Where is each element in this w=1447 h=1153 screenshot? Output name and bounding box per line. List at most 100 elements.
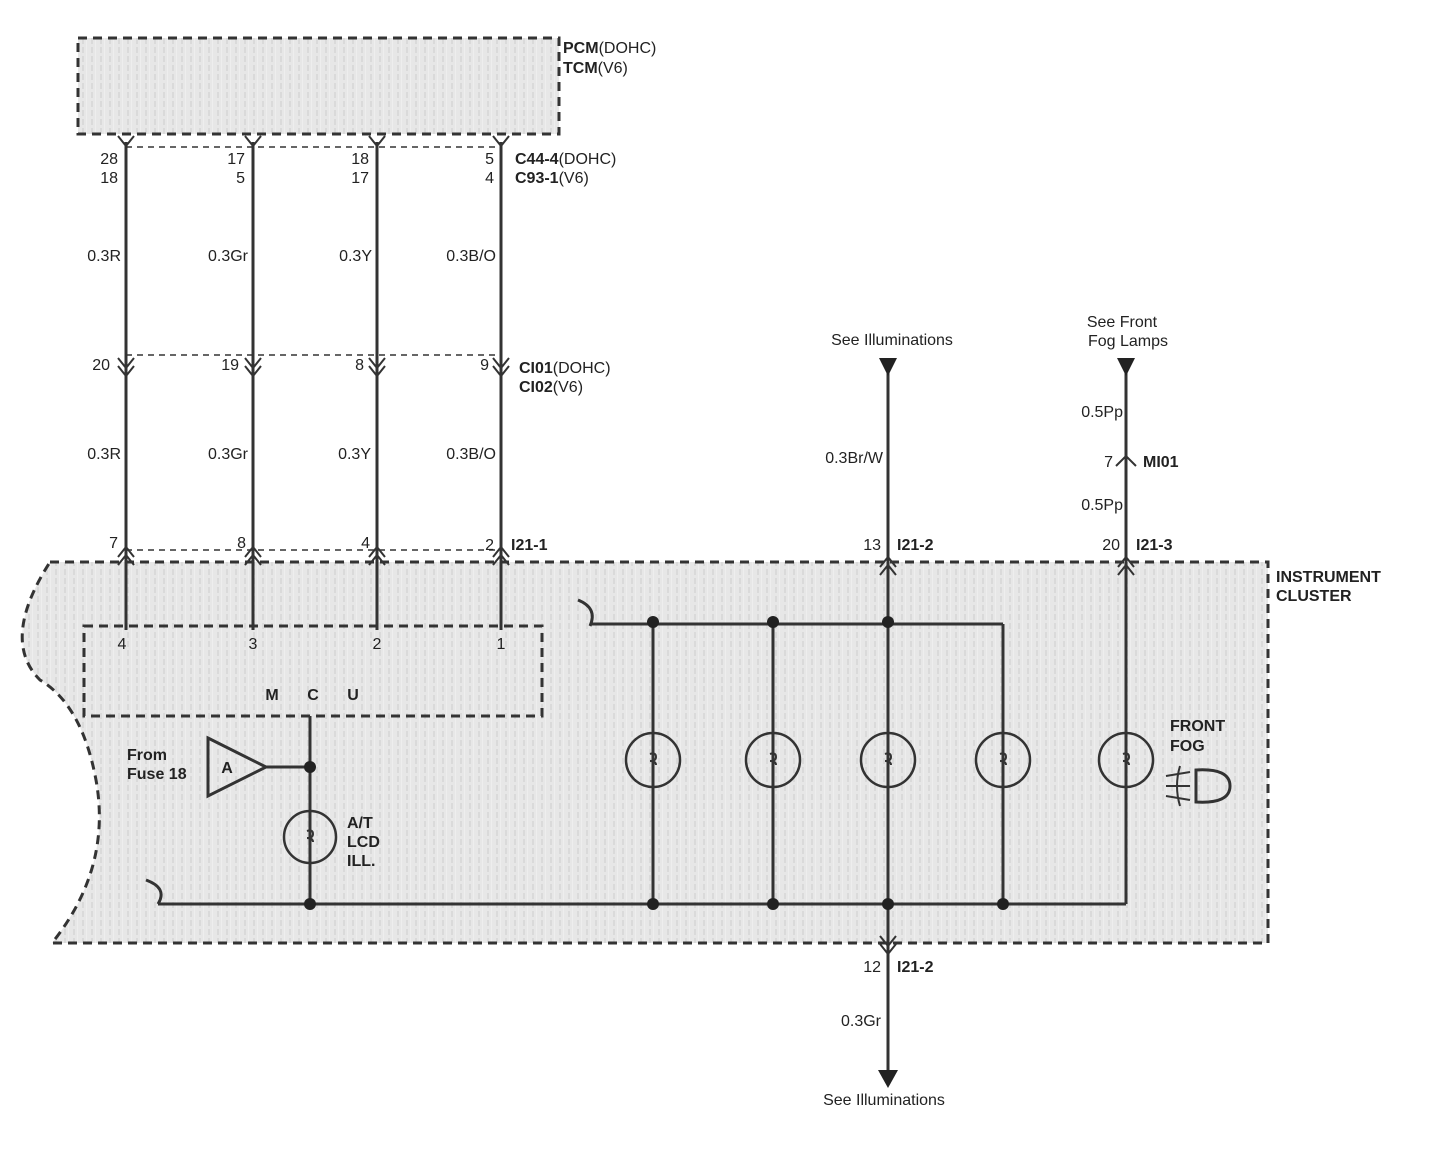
connector-ci01: CI01 bbox=[519, 360, 553, 377]
fuse-number: Fuse 18 bbox=[127, 766, 187, 783]
wire-color-label: 0.3Gr bbox=[841, 1013, 882, 1030]
bulb-icon bbox=[282, 809, 338, 865]
see-illuminations-top: See Illuminations bbox=[831, 332, 953, 349]
pin-number: 20 bbox=[92, 357, 110, 374]
wire-color-label: 0.3Y bbox=[339, 248, 372, 265]
at-lcd-line2: LCD bbox=[347, 834, 380, 851]
tcm-variant: (V6) bbox=[598, 60, 628, 77]
pcm-label: PCM bbox=[563, 40, 599, 57]
mcu-letter: C bbox=[307, 687, 319, 704]
see-illuminations-bottom: See Illuminations bbox=[823, 1092, 945, 1109]
connector-c44-4: C44-4 bbox=[515, 151, 559, 168]
connector-ci02: CI02 bbox=[519, 379, 553, 396]
fuse-from: From bbox=[127, 747, 167, 764]
mcu-pin: 2 bbox=[373, 636, 382, 653]
svg-text:C93-1(V6): C93-1(V6) bbox=[515, 170, 589, 187]
svg-text:TCM(V6): TCM(V6) bbox=[563, 60, 628, 77]
pcm-pin-numbers: 28 18 17 5 18 17 5 4 C44-4(DOHC) C93-1(V… bbox=[100, 151, 616, 187]
mcu-module: 4 3 2 1 M C U bbox=[82, 624, 544, 718]
connector-c93-1: C93-1 bbox=[515, 170, 559, 187]
pcm-variant: (DOHC) bbox=[599, 40, 657, 57]
connector-i21-1 bbox=[117, 545, 510, 566]
mcu-pin: 1 bbox=[497, 636, 506, 653]
upper-wire-labels: 0.3R 0.3Gr 0.3Y 0.3B/O bbox=[87, 248, 496, 265]
pin-number: 20 bbox=[1102, 537, 1120, 554]
wire-color-label: 0.3B/O bbox=[446, 446, 496, 463]
connector-i21-3: I21-3 bbox=[1136, 537, 1173, 554]
pin-number: 17 bbox=[227, 151, 245, 168]
illumination-bus bbox=[577, 370, 1005, 1075]
lower-wire-labels: 0.3R 0.3Gr 0.3Y 0.3B/O bbox=[87, 446, 496, 463]
at-lcd-line1: A/T bbox=[347, 815, 373, 832]
ci-pin-numbers: 20 19 8 9 CI01(DOHC) CI02(V6) bbox=[92, 357, 610, 396]
front-fog-label: FRONT FOG bbox=[1170, 718, 1225, 755]
pin-number: 7 bbox=[1104, 454, 1113, 471]
mcu-pin: 3 bbox=[249, 636, 258, 653]
connector-ci01-ci02 bbox=[117, 354, 510, 378]
pin-number: 2 bbox=[485, 537, 494, 554]
pin-number: 18 bbox=[351, 151, 369, 168]
fuse-symbol: A bbox=[221, 760, 233, 777]
cluster-title-2: CLUSTER bbox=[1276, 588, 1352, 605]
wire-color-label: 0.3R bbox=[87, 248, 121, 265]
pin-number: 18 bbox=[100, 170, 118, 187]
pin-number: 8 bbox=[355, 357, 364, 374]
bulb-icon bbox=[624, 731, 682, 789]
front-fog-feed: See Front Fog Lamps 0.5Pp 7 MI01 0.5Pp 2… bbox=[1081, 314, 1179, 576]
svg-text:CI02(V6): CI02(V6) bbox=[519, 379, 583, 396]
pin-number: 4 bbox=[361, 535, 370, 552]
svg-text:PCM(DOHC): PCM(DOHC) bbox=[563, 40, 656, 57]
mcu-letter: U bbox=[347, 687, 359, 704]
pin-number: 17 bbox=[351, 170, 369, 187]
at-lcd-line3: ILL. bbox=[347, 853, 375, 870]
pcm-tcm-module: PCM(DOHC) TCM(V6) bbox=[76, 36, 656, 136]
connector-c44-c93 bbox=[117, 135, 510, 148]
signal-wires bbox=[124, 142, 503, 630]
pin-number: 28 bbox=[100, 151, 118, 168]
illumination-feed: See Illuminations 0.3Br/W 13 I21-2 bbox=[825, 332, 953, 576]
bulb-icon bbox=[974, 731, 1032, 789]
wire-color-label: 0.3Br/W bbox=[825, 450, 884, 467]
mcu-letter: M bbox=[265, 687, 278, 704]
pin-number: 8 bbox=[237, 535, 246, 552]
svg-text:CI01(DOHC): CI01(DOHC) bbox=[519, 360, 611, 377]
wire-color-label: 0.3Gr bbox=[208, 446, 249, 463]
wire-color-label: 0.3R bbox=[87, 446, 121, 463]
connector-variant: (DOHC) bbox=[559, 151, 617, 168]
pin-number: 5 bbox=[485, 151, 494, 168]
connector-i21-1: I21-1 bbox=[511, 537, 548, 554]
cluster-title-1: INSTRUMENT bbox=[1276, 569, 1381, 586]
pin-number: 9 bbox=[480, 357, 489, 374]
cluster-pin-numbers: 7 8 4 2 I21-1 bbox=[109, 535, 547, 554]
wire-color-label: 0.3Y bbox=[338, 446, 371, 463]
see-front-fog-1: See Front bbox=[1087, 314, 1158, 331]
tcm-label: TCM bbox=[563, 60, 598, 77]
see-front-fog-2: Fog Lamps bbox=[1088, 333, 1168, 350]
connector-variant: (V6) bbox=[553, 379, 583, 396]
connector-mi01: MI01 bbox=[1143, 454, 1179, 471]
connector-i21-2-bottom: I21-2 bbox=[897, 959, 934, 976]
ground-output: 12 I21-2 0.3Gr See Illuminations bbox=[823, 935, 945, 1109]
pin-number: 19 bbox=[221, 357, 239, 374]
bulb-icon bbox=[1097, 731, 1155, 789]
wire-color-label: 0.5Pp bbox=[1081, 497, 1123, 514]
at-lcd-label: A/T LCD ILL. bbox=[347, 815, 380, 870]
front-fog-line2: FOG bbox=[1170, 738, 1205, 755]
front-fog-lamp-icon bbox=[1165, 765, 1232, 807]
connector-variant: (DOHC) bbox=[553, 360, 611, 377]
pin-number: 13 bbox=[863, 537, 881, 554]
pin-number: 12 bbox=[863, 959, 881, 976]
pin-number: 4 bbox=[485, 170, 494, 187]
mcu-pin: 4 bbox=[118, 636, 127, 653]
wire-color-label: 0.5Pp bbox=[1081, 404, 1123, 421]
connector-i21-2: I21-2 bbox=[897, 537, 934, 554]
bulb-icon bbox=[744, 731, 802, 789]
wire-color-label: 0.3Gr bbox=[208, 248, 249, 265]
bulb-icon bbox=[859, 731, 917, 789]
pin-number: 7 bbox=[109, 535, 118, 552]
connector-variant: (V6) bbox=[559, 170, 589, 187]
pin-number: 5 bbox=[236, 170, 245, 187]
svg-text:C44-4(DOHC): C44-4(DOHC) bbox=[515, 151, 616, 168]
front-fog-line1: FRONT bbox=[1170, 718, 1225, 735]
